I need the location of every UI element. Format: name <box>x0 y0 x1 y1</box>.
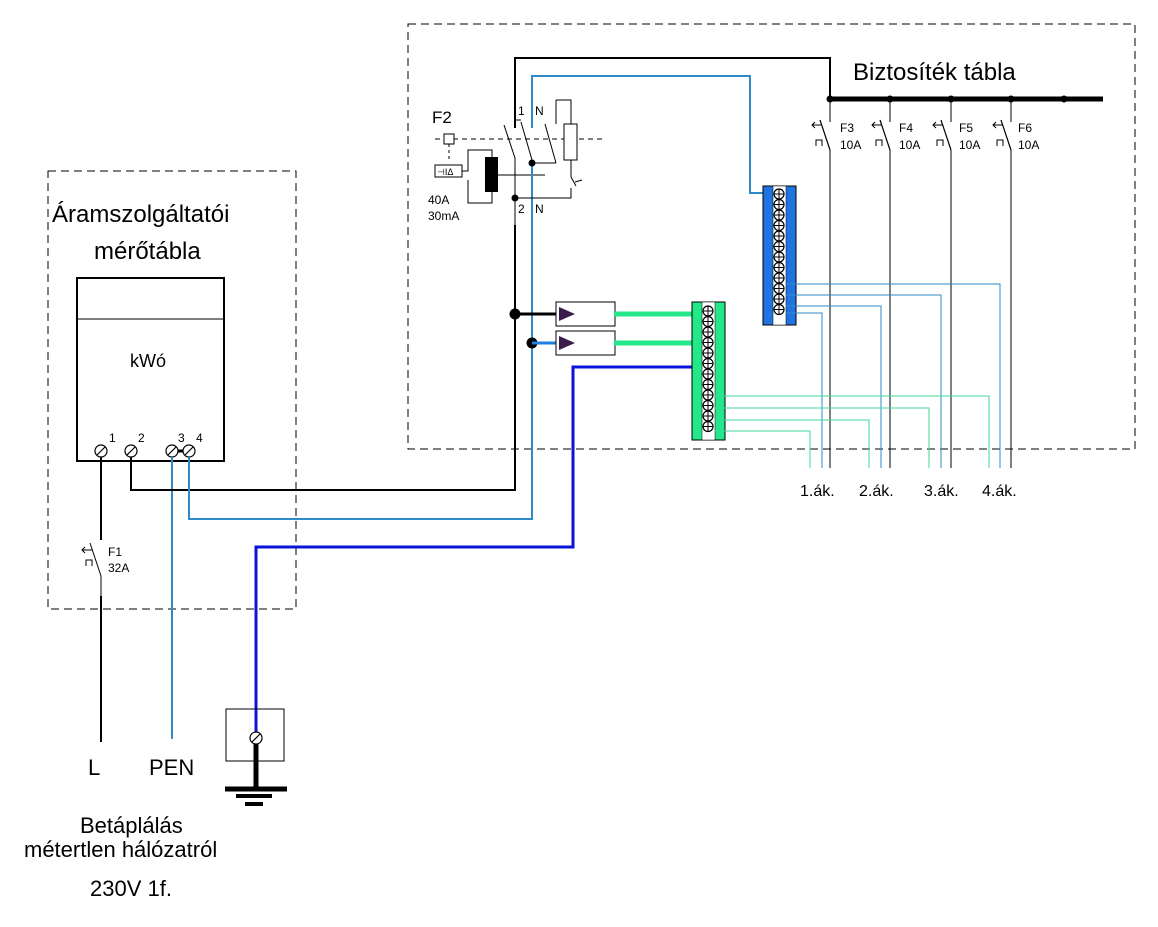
ground-icon <box>225 744 287 806</box>
busbar-screw-icon <box>702 420 714 433</box>
rcd-name: F2 <box>432 108 452 127</box>
screw-terminal-icon <box>249 731 263 745</box>
breaker-f5-rating: 10A <box>959 138 980 152</box>
busbar-screw-icon <box>702 410 714 422</box>
fuse-board-title: Biztosíték tábla <box>853 59 1016 86</box>
main-breaker-f1-icon <box>81 542 102 596</box>
meter-terminal-4: 4 <box>196 431 203 445</box>
busbar-screw-icon <box>773 261 785 274</box>
meter-terminal-2: 2 <box>138 431 145 445</box>
screw-terminal-icon <box>124 444 138 458</box>
rcd-out-phase-label: 2 <box>518 202 525 216</box>
supply-caption-1: Betáplálás <box>80 813 183 838</box>
busbar-screw-icon <box>702 326 714 338</box>
breaker-f4-name: F4 <box>899 121 913 135</box>
rcd-in-neutral-label: N <box>535 104 544 118</box>
busbar-screw-icon <box>702 378 714 391</box>
breaker-f5-icon <box>932 99 952 468</box>
screw-terminal-icon <box>165 444 179 458</box>
meter-phase-out-wire <box>130 314 516 491</box>
circuit-neutral-wire <box>786 312 823 468</box>
busbar-screw-icon <box>773 251 785 263</box>
protective-earth-wire <box>254 365 692 738</box>
breaker-f4-rating: 10A <box>899 138 920 152</box>
meter-terminal-3: 3 <box>178 431 185 445</box>
busbar-screw-icon <box>702 315 714 328</box>
circuit-pe-wire <box>715 407 930 468</box>
busbar-screw-icon <box>773 240 785 253</box>
breaker-f3-icon <box>811 99 831 468</box>
busbar-screw-icon <box>702 305 714 317</box>
busbar-screw-icon <box>773 198 785 211</box>
meter-terminal-1: 1 <box>109 431 116 445</box>
busbar-screw-icon <box>773 209 785 221</box>
pen-label: PEN <box>149 755 194 780</box>
line-label: L <box>88 755 100 780</box>
busbar-screw-icon <box>702 389 714 401</box>
busbar-screw-icon <box>773 303 785 316</box>
supply-caption-2: métertlen hálózatról <box>24 837 217 862</box>
circuit-neutral-wire <box>786 294 942 468</box>
meter-neutral-out-wire <box>188 230 533 520</box>
rcd-sensitivity: 30mA <box>428 209 459 223</box>
arrow-icon <box>559 336 575 350</box>
circuit-pe-wire <box>715 395 990 468</box>
busbar-screw-icon <box>773 272 785 284</box>
breaker-f4-icon <box>871 99 891 468</box>
pe-busbar <box>691 301 726 441</box>
meter-panel-title: Áramszolgáltatói <box>52 201 229 228</box>
busbar-screw-icon <box>702 336 714 349</box>
busbar-screw-icon <box>773 219 785 232</box>
fuse-board-enclosure <box>407 23 1136 450</box>
f1-rating: 32A <box>108 561 129 575</box>
busbar-screw-icon <box>773 188 785 200</box>
neutral-busbar <box>762 185 797 326</box>
meter-label: kWó <box>130 351 166 371</box>
breaker-f3-rating: 10A <box>840 138 861 152</box>
circuit-label-2: 2.ák. <box>859 483 894 500</box>
busbar-screw-icon <box>702 399 714 412</box>
busbar-screw-icon <box>702 368 714 380</box>
arrow-icon <box>559 307 575 321</box>
screw-terminal-icon <box>94 444 108 458</box>
circuit-neutral-wire <box>786 283 1001 468</box>
circuit-label-1: 1.ák. <box>800 483 835 500</box>
energy-meter: kWó <box>76 277 225 462</box>
breaker-f6-rating: 10A <box>1018 138 1039 152</box>
screw-terminal-icon <box>182 444 196 458</box>
breaker-f3-name: F3 <box>840 121 854 135</box>
circuit-neutral-wire <box>786 305 882 468</box>
circuit-label-3: 3.ák. <box>924 483 959 500</box>
busbar-screw-icon <box>702 347 714 359</box>
busbar-screw-icon <box>773 282 785 295</box>
breaker-f6-name: F6 <box>1018 121 1032 135</box>
rcd-f2-icon: ⊣IΔ <box>434 57 831 290</box>
breaker-f5-name: F5 <box>959 121 973 135</box>
rcd-rating: 40A <box>428 193 449 207</box>
breaker-f6-icon <box>992 99 1012 468</box>
rcd-out-neutral-label: N <box>535 202 544 216</box>
supply-caption-3: 230V 1f. <box>90 876 172 901</box>
busbar-screw-icon <box>702 357 714 370</box>
meter-panel-subtitle: mérőtábla <box>94 238 201 265</box>
svg-text:⊣IΔ: ⊣IΔ <box>437 167 453 177</box>
circuit-pe-wire <box>715 419 870 468</box>
rcd-in-phase-label: 1 <box>518 104 525 118</box>
circuit-label-4: 4.ák. <box>982 483 1017 500</box>
busbar-screw-icon <box>773 230 785 242</box>
f1-name: F1 <box>108 545 122 559</box>
circuit-pe-wire <box>715 430 811 468</box>
busbar-screw-icon <box>773 293 785 305</box>
